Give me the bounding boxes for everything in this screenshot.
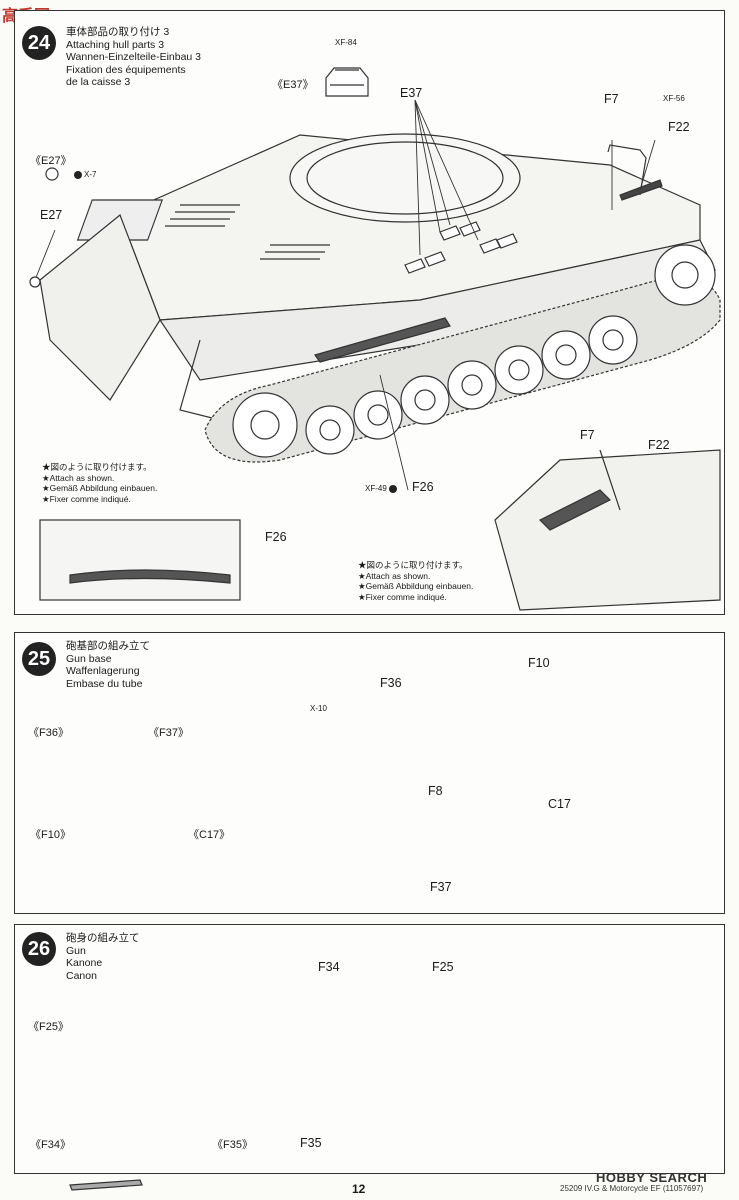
f26-part <box>314 317 451 363</box>
f7-f22-detail <box>494 449 721 611</box>
label-f10: F10 <box>528 656 550 670</box>
e27-ring <box>45 167 59 181</box>
note-attach-left: ★図のように取り付けます。 ★Attach as shown. ★Gemäß A… <box>42 462 158 504</box>
label-f35: F35 <box>300 1136 322 1150</box>
label-f8: F8 <box>428 784 443 798</box>
label-e27-bracket: 《E27》 <box>30 155 72 167</box>
title-fr-1: Fixation des équipements <box>66 63 186 76</box>
label-c17: C17 <box>548 797 571 811</box>
note-attach-right: ★図のように取り付けます。 ★Attach as shown. ★Gemäß A… <box>358 560 474 602</box>
label-f35-bracket: 《F35》 <box>212 1139 253 1151</box>
label-c17-bracket: 《C17》 <box>188 829 231 841</box>
step-25-number: 25 <box>22 642 56 676</box>
step-26-number: 26 <box>22 932 56 966</box>
step-25-panel <box>14 632 725 914</box>
label-x10: X-10 <box>310 704 327 713</box>
cable-detail <box>39 519 241 601</box>
label-f34-bracket: 《F34》 <box>30 1139 71 1151</box>
label-f36: F36 <box>380 676 402 690</box>
label-x7: X-7 <box>72 170 96 179</box>
road-wheels <box>232 244 716 458</box>
step-25-titles: 砲基部の組み立て Gun base Waffenlagerung Embase … <box>66 640 150 690</box>
e27-part <box>29 276 41 288</box>
step-24-titles: 車体部品の取り付け 3 Attaching hull parts 3 Wanne… <box>66 26 201 89</box>
page-number: 12 <box>352 1182 366 1196</box>
label-f25-bracket: 《F25》 <box>28 1021 69 1033</box>
e37-top-part <box>325 67 369 97</box>
label-f22-detail: F22 <box>648 438 670 452</box>
label-xf84: XF-84 <box>335 38 357 47</box>
title-de: Wannen-Einzelteile-Einbau 3 <box>66 51 202 63</box>
label-e37: E37 <box>400 86 423 100</box>
label-xf49: XF-49 <box>365 484 399 493</box>
label-e37-bracket: 《E37》 <box>272 79 314 91</box>
label-f7-detail: F7 <box>580 428 595 442</box>
title-en: Attaching hull parts 3 <box>66 38 165 51</box>
paint-dot-icon <box>388 484 397 493</box>
label-f26: F26 <box>412 480 434 494</box>
watermark: HOBBY SEARCH <box>596 1170 708 1185</box>
label-f36-bracket: 《F36》 <box>28 727 69 739</box>
label-f37: F37 <box>430 880 452 894</box>
label-f34: F34 <box>318 960 340 974</box>
label-f25: F25 <box>432 960 454 974</box>
title-fr-2: de la caisse 3 <box>66 76 131 88</box>
label-f22: F22 <box>668 120 690 134</box>
label-f37-bracket: 《F37》 <box>148 727 189 739</box>
product-code: 25209 IV.G & Motorcycle EF (11057697) <box>560 1184 704 1193</box>
step-26-titles: 砲身の組み立て Gun Kanone Canon <box>66 932 140 982</box>
step-26-panel <box>14 924 725 1174</box>
f22-part <box>619 179 663 201</box>
label-xf56: XF-56 <box>663 94 685 103</box>
label-e27: E27 <box>40 208 63 222</box>
label-f26-detail: F26 <box>265 530 287 544</box>
f7-part <box>607 144 647 196</box>
paint-dot-icon <box>74 170 82 179</box>
label-f7: F7 <box>604 92 619 106</box>
step-24-number: 24 <box>22 26 56 60</box>
title-ja: 車体部品の取り付け 3 <box>66 26 170 38</box>
label-f10-bracket: 《F10》 <box>30 829 71 841</box>
